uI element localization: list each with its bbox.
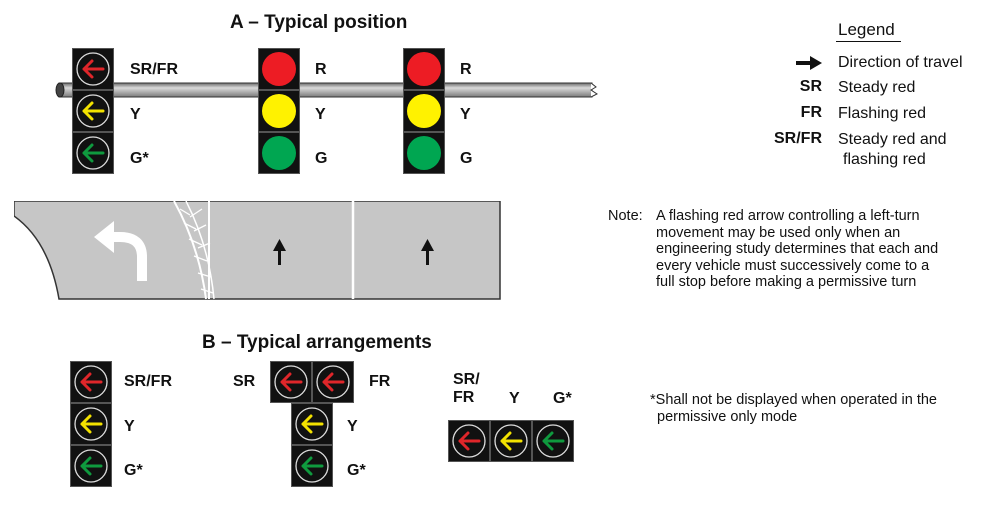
right-arrow-icon: [796, 56, 822, 70]
red-ball-icon: [262, 52, 296, 86]
legend-def-fr: Flashing red: [838, 105, 927, 122]
label-sr-fr-stacked: SR/ FR: [453, 371, 480, 406]
yellow-ball-icon: [407, 94, 441, 128]
label-g-star: G*: [347, 462, 366, 479]
note-prefix: Note:: [608, 208, 643, 224]
label-y: Y: [130, 106, 141, 123]
section-a-title: A – Typical position: [230, 12, 408, 33]
legend-def-sr: Steady red: [838, 79, 916, 96]
label-g: G: [460, 150, 473, 167]
green-left-arrow-section: [72, 132, 114, 174]
red-left-arrow-icon: [316, 365, 350, 399]
red-left-arrow-icon: [274, 365, 308, 399]
footnote: *Shall not be displayed when operated in…: [650, 392, 937, 425]
up-arrow-icon: [421, 239, 434, 265]
label-y: Y: [315, 106, 326, 123]
label-sr: SR: [233, 373, 256, 390]
red-left-arrow-icon: [76, 52, 110, 86]
red-ball-icon: [407, 52, 441, 86]
label-fr: FR: [369, 373, 391, 390]
green-left-arrow-icon: [76, 136, 110, 170]
yellow-left-arrow-section: [72, 90, 114, 132]
yellow-left-arrow-icon: [74, 407, 108, 441]
up-arrow-icon: [273, 239, 286, 265]
green-ball-icon: [407, 136, 441, 170]
legend-def-sr-fr-line2: flashing red: [843, 151, 926, 168]
label-g: G: [315, 150, 328, 167]
label-g-star: G*: [130, 150, 149, 167]
through-signal-head-1: [258, 48, 300, 174]
yellow-left-arrow-icon: [76, 94, 110, 128]
through-signal-head-2: [403, 48, 445, 174]
legend-term-sr-fr: SR/FR: [774, 130, 822, 147]
label-g-star: G*: [553, 390, 572, 407]
legend-term-fr: FR: [800, 104, 822, 121]
yellow-ball-icon: [262, 94, 296, 128]
legend-underline: [836, 41, 901, 42]
label-r: R: [315, 61, 327, 78]
green-left-arrow-icon: [295, 449, 329, 483]
roadway-lanes: [14, 201, 501, 300]
arrangement-2-lower-stack: [291, 403, 333, 487]
arrangement-1-vertical-head: [70, 361, 112, 487]
legend-def-sr-fr: Steady red and: [838, 131, 947, 148]
label-y: Y: [460, 106, 471, 123]
legend-heading: Legend: [838, 20, 895, 39]
left-turn-signal-head: [72, 48, 114, 174]
red-left-arrow-section: [72, 48, 114, 90]
label-sr-fr: SR/FR: [124, 373, 172, 390]
mast-arm: [55, 82, 598, 98]
label-y: Y: [509, 390, 520, 407]
arrangement-2-top-pair: [270, 361, 354, 403]
label-g-star: G*: [124, 462, 143, 479]
note-text: A flashing red arrow controlling a left-…: [656, 208, 939, 290]
green-ball-icon: [262, 136, 296, 170]
arrangement-3-horizontal-head: [448, 420, 574, 462]
yellow-left-arrow-icon: [295, 407, 329, 441]
yellow-left-arrow-icon: [494, 424, 528, 458]
red-left-arrow-icon: [74, 365, 108, 399]
legend-term-sr: SR: [799, 78, 822, 95]
label-y: Y: [347, 418, 358, 435]
label-sr-fr: SR/FR: [130, 61, 178, 78]
green-left-arrow-icon: [74, 449, 108, 483]
green-left-arrow-icon: [536, 424, 570, 458]
red-left-arrow-icon: [452, 424, 486, 458]
section-b-title: B – Typical arrangements: [202, 332, 432, 353]
label-r: R: [460, 61, 472, 78]
label-y: Y: [124, 418, 135, 435]
left-turn-arrow-icon: [94, 221, 147, 281]
legend-def-direction: Direction of travel: [838, 54, 963, 71]
